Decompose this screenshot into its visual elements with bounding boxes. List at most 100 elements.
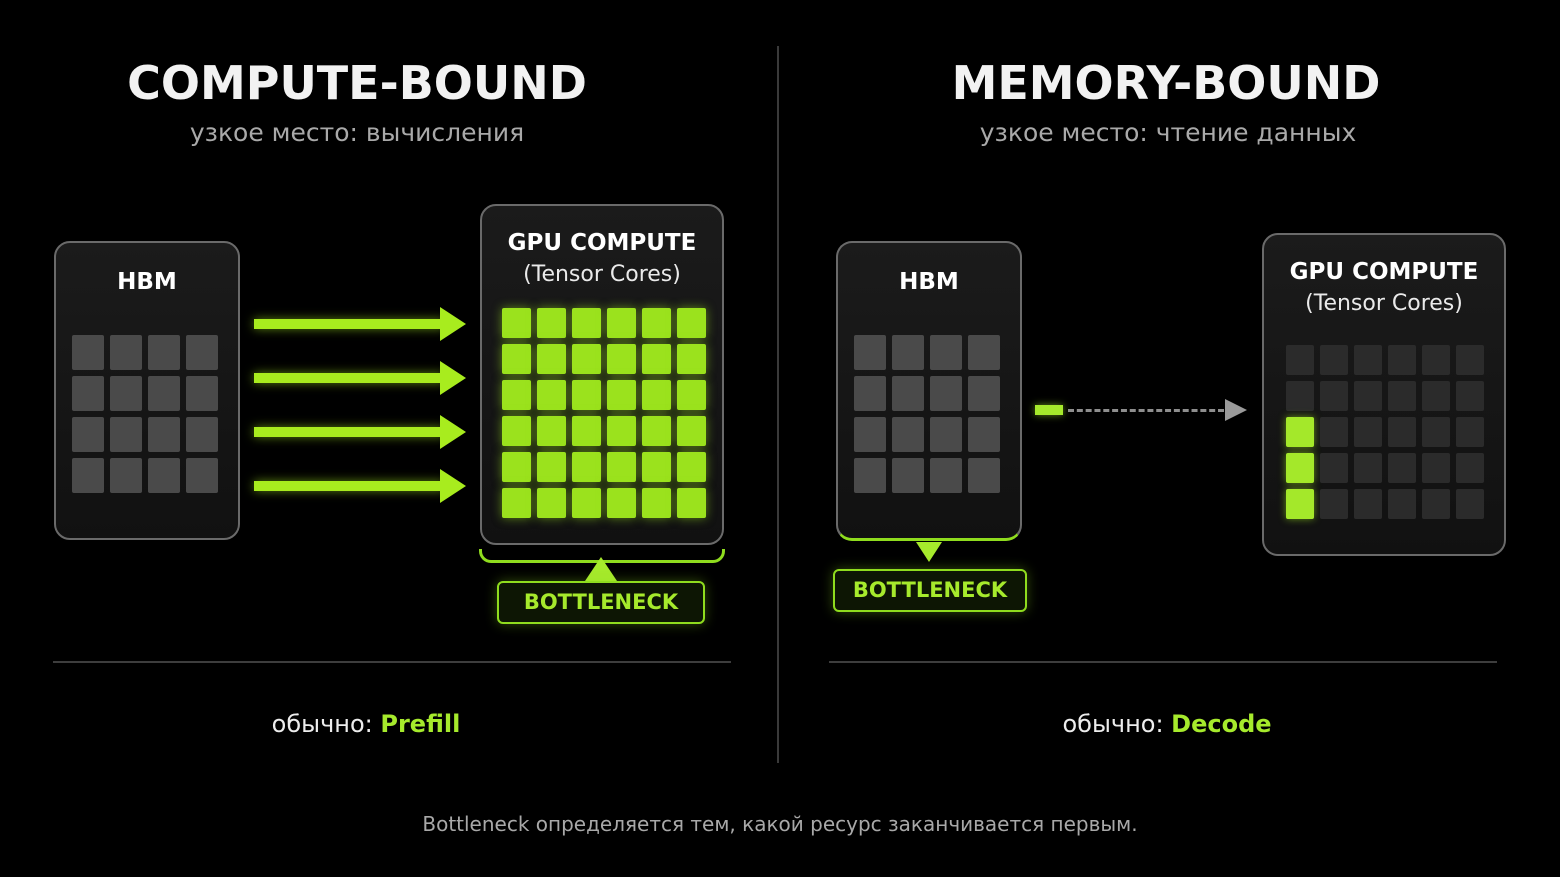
tensor-core-cell-idle	[1456, 417, 1484, 447]
typical-phase-prefix-right: обычно:	[1062, 710, 1164, 738]
tensor-core-cell-active	[502, 380, 531, 410]
tensor-core-cell-active	[642, 308, 671, 338]
tensor-core-cell-active	[642, 488, 671, 518]
hbm-panel-left: HBM	[54, 241, 240, 540]
tensor-core-cell-idle	[1456, 489, 1484, 519]
tensor-cores-label-right: (Tensor Cores)	[1305, 291, 1463, 316]
tensor-core-cell-active	[642, 344, 671, 374]
memory-cell	[72, 376, 104, 411]
tensor-core-cell-active	[1286, 489, 1314, 519]
memory-cell	[72, 458, 104, 493]
memory-cell	[968, 417, 1000, 452]
tensor-core-cell-active	[572, 416, 601, 446]
tensor-core-cell-active	[537, 452, 566, 482]
tensor-core-cell-active	[572, 308, 601, 338]
tensor-core-grid-right	[1286, 345, 1484, 519]
memory-cell	[892, 335, 924, 370]
typical-phase-prefix-left: обычно:	[271, 710, 373, 738]
tensor-core-cell-idle	[1354, 453, 1382, 483]
tensor-core-cell-active	[502, 308, 531, 338]
tensor-core-cell-active	[502, 344, 531, 374]
data-flow-arrow-icon	[254, 469, 466, 503]
tensor-core-cell-active	[642, 416, 671, 446]
tensor-cores-label-left: (Tensor Cores)	[523, 262, 681, 287]
memory-cell	[110, 376, 142, 411]
memory-cell	[148, 335, 180, 370]
data-flow-arrow-icon	[254, 361, 466, 395]
memory-cell	[892, 376, 924, 411]
tensor-core-cell-idle	[1388, 345, 1416, 375]
gpu-compute-panel-left: GPU COMPUTE (Tensor Cores)	[480, 204, 724, 545]
tensor-core-cell-idle	[1456, 381, 1484, 411]
memory-cell	[186, 376, 218, 411]
tensor-core-cell-idle	[1320, 345, 1348, 375]
gpu-compute-label-right: GPU COMPUTE (Tensor Cores)	[1264, 257, 1504, 319]
memory-cell	[930, 376, 962, 411]
tensor-core-cell-active	[502, 416, 531, 446]
memory-cell	[930, 335, 962, 370]
tensor-core-cell-active	[607, 344, 636, 374]
tensor-core-grid-left	[502, 308, 706, 518]
center-divider	[777, 46, 779, 763]
tensor-core-cell-active	[537, 488, 566, 518]
tensor-core-cell-idle	[1320, 453, 1348, 483]
memory-cell	[186, 458, 218, 493]
tensor-core-cell-active	[677, 416, 706, 446]
memory-cell	[148, 458, 180, 493]
data-chunk-indicator	[1035, 405, 1063, 415]
bottleneck-pointer-up-icon	[585, 557, 617, 581]
tensor-core-cell-active	[572, 344, 601, 374]
tensor-core-cell-idle	[1388, 453, 1416, 483]
tensor-core-cell-idle	[1422, 453, 1450, 483]
memory-cell	[110, 335, 142, 370]
memory-cell	[72, 417, 104, 452]
tensor-core-cell-active	[537, 308, 566, 338]
tensor-core-cell-idle	[1354, 381, 1382, 411]
hbm-label-left: HBM	[117, 269, 177, 295]
tensor-core-cell-active	[572, 380, 601, 410]
tensor-core-cell-active	[537, 416, 566, 446]
tensor-core-cell-active	[607, 416, 636, 446]
tensor-core-cell-idle	[1320, 417, 1348, 447]
memory-cell	[854, 458, 886, 493]
compute-bound-title: COMPUTE-BOUND	[127, 56, 587, 110]
section-divider-left	[53, 661, 731, 663]
tensor-core-cell-idle	[1320, 381, 1348, 411]
tensor-core-cell-idle	[1422, 381, 1450, 411]
typical-phase-value-left: Prefill	[380, 710, 461, 738]
tensor-core-cell-active	[677, 488, 706, 518]
tensor-core-cell-active	[677, 380, 706, 410]
compute-bound-subtitle: узкое место: вычисления	[189, 118, 525, 147]
dashed-arrow-head-icon	[1225, 399, 1247, 421]
hbm-memory-grid-left	[72, 335, 218, 493]
tensor-core-cell-active	[607, 452, 636, 482]
memory-cell	[72, 335, 104, 370]
tensor-core-cell-active	[642, 380, 671, 410]
tensor-core-cell-active	[607, 380, 636, 410]
memory-cell	[892, 417, 924, 452]
memory-cell	[110, 417, 142, 452]
memory-cell	[930, 417, 962, 452]
memory-cell	[854, 376, 886, 411]
gpu-compute-panel-right: GPU COMPUTE (Tensor Cores)	[1262, 233, 1506, 556]
memory-cell	[854, 417, 886, 452]
tensor-core-cell-idle	[1456, 345, 1484, 375]
memory-cell	[148, 417, 180, 452]
footer-note: Bottleneck определяется тем, какой ресур…	[422, 812, 1138, 836]
memory-cell	[968, 335, 1000, 370]
tensor-core-cell-idle	[1286, 345, 1314, 375]
typical-phase-left: обычно: Prefill	[16, 710, 716, 738]
memory-cell	[930, 458, 962, 493]
memory-cell	[148, 376, 180, 411]
dashed-flow-line	[1068, 409, 1224, 412]
data-flow-arrow-icon	[254, 307, 466, 341]
typical-phase-value-right: Decode	[1171, 710, 1272, 738]
gpu-compute-title-left: GPU COMPUTE	[507, 230, 697, 256]
tensor-core-cell-idle	[1388, 417, 1416, 447]
tensor-core-cell-active	[537, 344, 566, 374]
tensor-core-cell-active	[502, 488, 531, 518]
tensor-core-cell-idle	[1354, 345, 1382, 375]
hbm-memory-grid-right	[854, 335, 1000, 493]
section-divider-right	[829, 661, 1497, 663]
data-flow-arrow-icon	[254, 415, 466, 449]
